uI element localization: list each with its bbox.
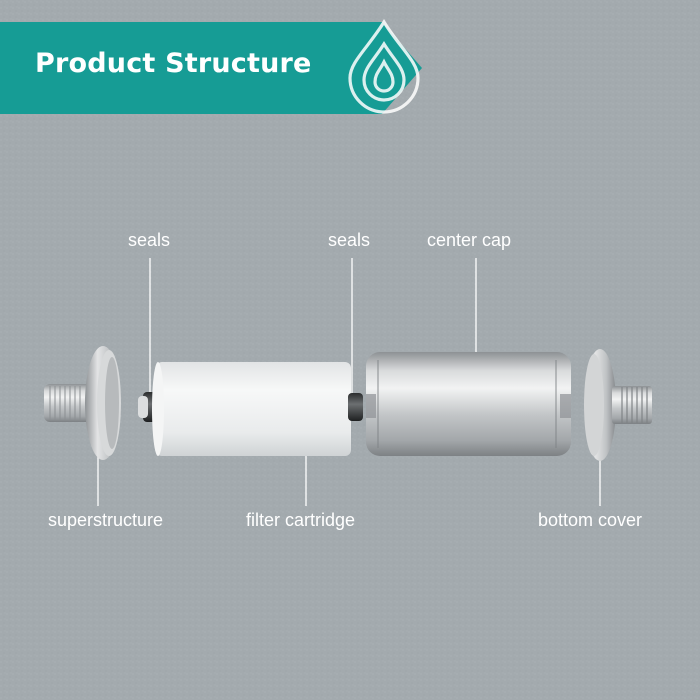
superstructure-part (44, 346, 121, 460)
label-superstructure: superstructure (48, 510, 164, 530)
label-filter-cartridge: filter cartridge (246, 510, 356, 530)
page-title: Product Structure (35, 48, 312, 79)
leader-lines (97, 258, 601, 506)
label-bottom-cover: bottom cover (538, 510, 643, 530)
label-seals-right: seals (328, 230, 371, 250)
bottom-cover-part (584, 349, 652, 461)
label-seals-left: seals (128, 230, 171, 250)
water-drop-icon (348, 18, 420, 114)
label-center-cap: center cap (427, 230, 512, 250)
center-cap-part (366, 352, 571, 456)
seal-right (348, 393, 363, 421)
header-banner (0, 22, 422, 114)
filter-cartridge-part (152, 362, 351, 456)
